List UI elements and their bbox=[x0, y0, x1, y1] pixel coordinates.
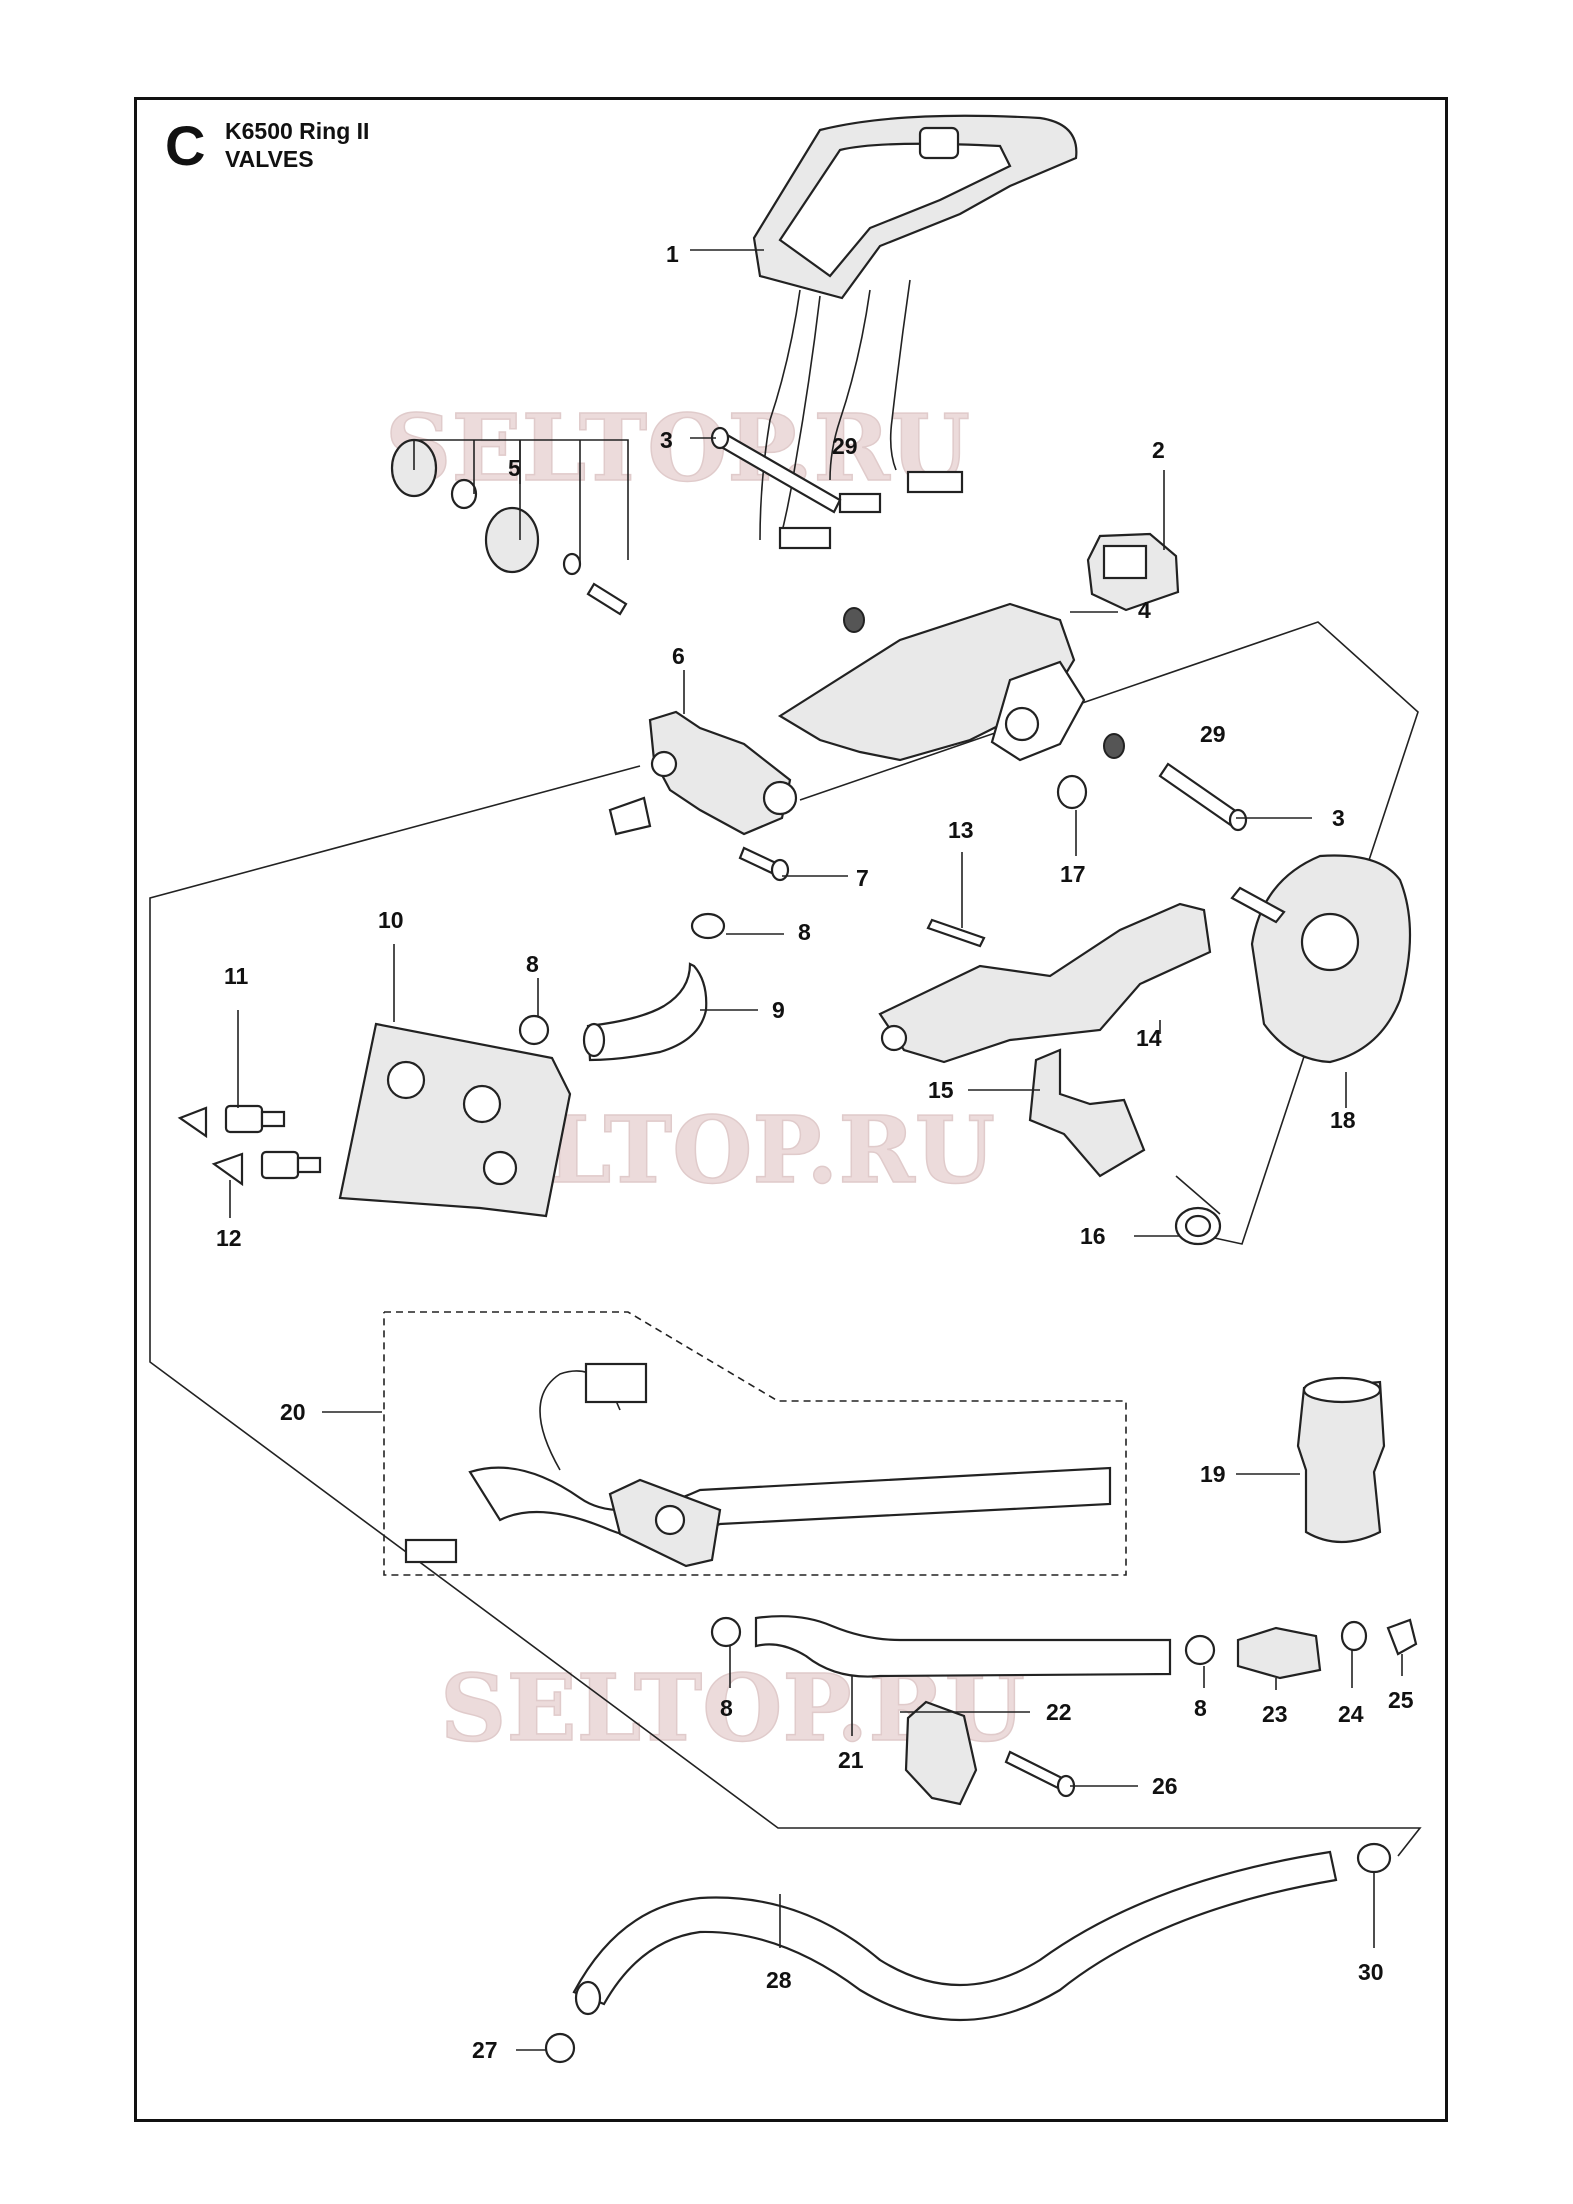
callout-21: 21 bbox=[838, 1747, 864, 1773]
part-15-lever bbox=[1028, 1048, 1146, 1178]
part-8-clamp-d bbox=[1184, 1634, 1216, 1666]
callout-2: 2 bbox=[1152, 437, 1165, 463]
part-18-valve-wheel bbox=[1230, 854, 1412, 1064]
part-4-bracket bbox=[777, 602, 1086, 762]
part-11-fitting bbox=[177, 1104, 286, 1139]
watermark-top: SELTOP.RU bbox=[385, 394, 970, 502]
part-25-plug bbox=[1386, 1618, 1418, 1656]
callout-1: 1 bbox=[666, 241, 679, 267]
part-30-hose-clamp bbox=[1356, 1842, 1392, 1874]
part-27-hose-clamp bbox=[544, 2032, 576, 2064]
callout-16: 16 bbox=[1080, 1223, 1106, 1249]
diagram-frame bbox=[134, 97, 1448, 2122]
callout-4: 4 bbox=[1138, 597, 1151, 623]
subassembly-outline-right bbox=[799, 621, 1419, 1245]
callout-7: 7 bbox=[856, 865, 869, 891]
callout-25: 25 bbox=[1388, 1687, 1414, 1713]
part-6-valve-body bbox=[608, 710, 798, 836]
callout-27: 27 bbox=[472, 2037, 498, 2063]
part-7-screw bbox=[738, 846, 790, 882]
callout-29-lower: 29 bbox=[1200, 721, 1226, 747]
part-26-screw bbox=[1004, 1750, 1076, 1798]
part-10-manifold bbox=[338, 1022, 572, 1218]
kit-outline-20 bbox=[383, 1311, 1127, 1576]
callout-3-upper: 3 bbox=[660, 427, 673, 453]
callout-11: 11 bbox=[224, 963, 249, 989]
part-2-switch bbox=[1086, 532, 1180, 612]
callout-19: 19 bbox=[1200, 1461, 1226, 1487]
callout-5: 5 bbox=[508, 455, 521, 481]
callout-20: 20 bbox=[280, 1399, 306, 1425]
part-12-fitting bbox=[211, 1150, 322, 1187]
part-22-clamp-bracket bbox=[904, 1700, 978, 1806]
part-23-nozzle bbox=[1236, 1626, 1322, 1680]
callout-23: 23 bbox=[1262, 1701, 1288, 1727]
part-8-clamp-b bbox=[518, 1014, 550, 1046]
part-21-hose bbox=[754, 1615, 1172, 1678]
section-letter: C bbox=[165, 114, 206, 177]
callout-9: 9 bbox=[772, 997, 785, 1023]
callout-6: 6 bbox=[672, 643, 685, 669]
callout-30: 30 bbox=[1358, 1959, 1384, 1985]
part-14-trigger-lever bbox=[878, 902, 1212, 1064]
part-8-clamp-a bbox=[690, 912, 726, 940]
callout-8-b: 8 bbox=[526, 951, 539, 977]
part-3-pin-upper bbox=[710, 426, 842, 514]
callout-8-a: 8 bbox=[798, 919, 811, 945]
callout-labels: 1 2 3 3 4 5 6 7 8 8 8 8 9 10 11 12 13 14… bbox=[216, 241, 1414, 2063]
part-9-hose bbox=[582, 962, 708, 1062]
leader-lines bbox=[229, 249, 1403, 2051]
callout-14: 14 bbox=[1136, 1025, 1162, 1051]
model-name: K6500 Ring II bbox=[225, 118, 370, 144]
callout-18: 18 bbox=[1330, 1107, 1356, 1133]
callout-24: 24 bbox=[1338, 1701, 1364, 1727]
callout-12: 12 bbox=[216, 1225, 242, 1251]
part-29-ring-upper bbox=[843, 607, 865, 633]
part-13-pin bbox=[926, 918, 986, 948]
subassembly-outline-left bbox=[149, 765, 1422, 1857]
callout-26: 26 bbox=[1152, 1773, 1178, 1799]
callout-17: 17 bbox=[1060, 861, 1086, 887]
callout-13: 13 bbox=[948, 817, 974, 843]
part-17-o-ring bbox=[1056, 774, 1088, 810]
part-20-hose-kit bbox=[404, 1362, 1112, 1568]
callout-15: 15 bbox=[928, 1077, 954, 1103]
callout-29-upper: 29 bbox=[832, 433, 858, 459]
part-8-clamp-c bbox=[710, 1616, 742, 1648]
part-19-coupling bbox=[1296, 1376, 1386, 1543]
callout-8-c: 8 bbox=[720, 1695, 733, 1721]
callout-8-d: 8 bbox=[1194, 1695, 1207, 1721]
part-1-control-cover bbox=[752, 114, 1078, 550]
part-28-water-hose bbox=[572, 1850, 1338, 2021]
callout-22: 22 bbox=[1046, 1699, 1072, 1725]
part-24-washer bbox=[1340, 1620, 1368, 1652]
part-29-ring-lower bbox=[1103, 733, 1125, 759]
callout-10: 10 bbox=[378, 907, 404, 933]
section-name: VALVES bbox=[225, 146, 314, 172]
callout-3-lower: 3 bbox=[1332, 805, 1345, 831]
callout-28: 28 bbox=[766, 1967, 792, 1993]
part-3-pin-lower bbox=[1158, 762, 1248, 832]
part-16-spring bbox=[1174, 1175, 1222, 1246]
